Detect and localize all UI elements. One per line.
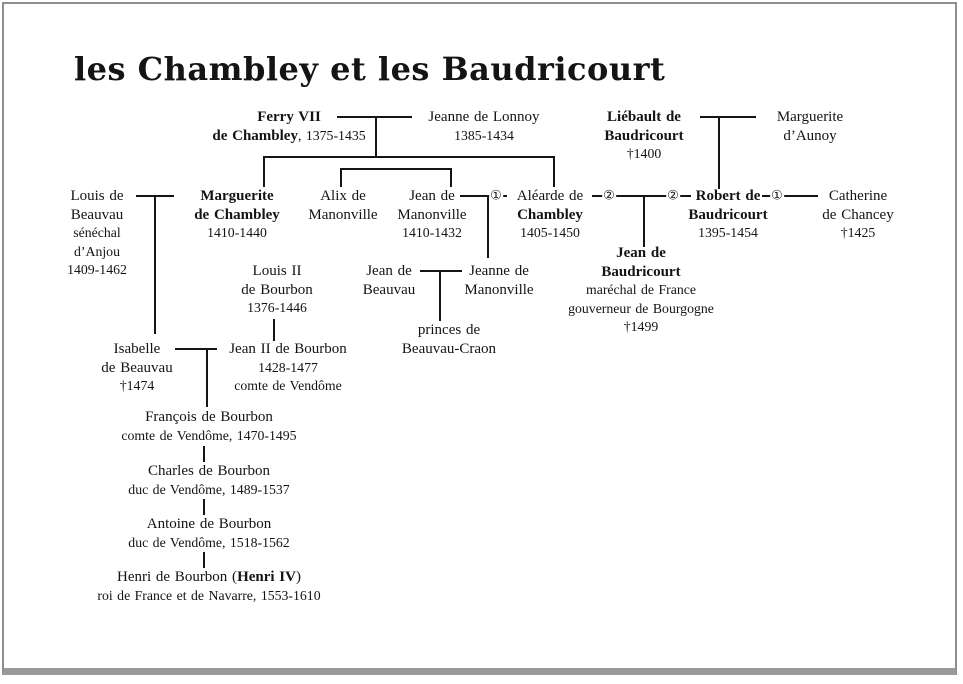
person-louis-ii-de-bourbon: Louis II de Bourbon 1376-1446: [241, 263, 313, 315]
marriage-line-isabelle-jeanii: [175, 348, 217, 350]
descent-line-jean-ii: [273, 319, 275, 341]
marriage-order-first-mark: ①: [770, 188, 784, 204]
marriage-line-jeanbeauvau-jeannemanonville: [420, 270, 462, 272]
descent-line-henri: [203, 552, 205, 568]
marriage-order-first-mark: ①: [489, 188, 503, 204]
marriage-line-jeanmanonville-alearde: [460, 195, 507, 197]
descent-line-isabelle: [154, 195, 156, 334]
person-antoine-de-bourbon: Antoine de Bourbon duc de Vendôme, 1518-…: [128, 516, 290, 550]
descent-line-jean-baudricourt: [643, 195, 645, 247]
person-jean-de-beauvau: Jean de Beauvau: [362, 263, 416, 298]
marriage-order-second-mark: ②: [602, 188, 616, 204]
sibling-bar-manonville: [340, 168, 451, 170]
person-alearde-de-chambley: Aléarde de Chambley 1405-1450: [516, 188, 584, 240]
person-jean-de-manonville: Jean de Manonville 1410-1432: [397, 188, 467, 240]
descent-line-francois: [206, 348, 208, 407]
person-louis-de-beauvau: Louis de Beauvau sénéchal d’Anjou 1409-1…: [67, 188, 127, 277]
page-title: les Chambley et les Baudricourt: [74, 50, 666, 88]
marriage-line-ferry-jeanne: [337, 116, 412, 118]
descent-line-antoine: [203, 499, 205, 515]
drop-line-marguerite-chambley: [263, 156, 265, 187]
person-princes-de-beauvau-craon: princes de Beauvau-Craon: [401, 322, 497, 357]
person-marguerite-de-chambley: Marguerite de Chambley 1410-1440: [194, 188, 280, 240]
person-jean-ii-de-bourbon: Jean II de Bourbon 1428-1477 comte de Ve…: [229, 341, 347, 393]
person-jeanne-de-lonnoy: Jeanne de Lonnoy 1385-1434: [428, 109, 540, 143]
person-charles-de-bourbon: Charles de Bourbon duc de Vendôme, 1489-…: [128, 463, 290, 497]
person-jeanne-de-manonville: Jeanne de Manonville: [464, 263, 534, 298]
marriage-line-liebault-aunoy: [700, 116, 756, 118]
person-isabelle-de-beauvau: Isabelle de Beauvau †1474: [101, 341, 173, 393]
descent-line-jeanne-manonville: [487, 195, 489, 258]
descent-line-ferry-children: [375, 116, 377, 157]
page-border: [2, 2, 957, 675]
drop-line-alix: [340, 168, 342, 187]
sibling-bar-chambley: [263, 156, 554, 158]
person-robert-de-baudricourt: Robert de Baudricourt 1395-1454: [688, 188, 768, 240]
drop-line-jean-manonville: [450, 168, 452, 187]
person-alix-de-manonville: Alix de Manonville: [308, 188, 378, 223]
descent-line-charles: [203, 446, 205, 462]
person-ferry-vii-de-chambley: Ferry VII de Chambley, 1375-1435: [212, 109, 366, 144]
person-catherine-de-chancey: Catherine de Chancey †1425: [822, 188, 894, 240]
person-liebault-de-baudricourt: Liébault de Baudricourt †1400: [604, 109, 684, 161]
marriage-order-second-mark: ②: [666, 188, 680, 204]
person-francois-de-bourbon: François de Bourbon comte de Vendôme, 14…: [121, 409, 297, 443]
person-jean-de-baudricourt: Jean de Baudricourt maréchal de France g…: [568, 245, 714, 334]
person-marguerite-d-aunoy: Marguerite d’Aunoy: [776, 109, 844, 144]
descent-line-princes: [439, 270, 441, 321]
marriage-line-alearde-robert: [592, 195, 691, 197]
descent-line-robert: [718, 116, 720, 189]
drop-line-alearde: [553, 156, 555, 187]
marriage-line-robert-catherine: [762, 195, 818, 197]
person-henri-de-bourbon-henri-iv: Henri de Bourbon (Henri IV) roi de Franc…: [97, 569, 321, 603]
